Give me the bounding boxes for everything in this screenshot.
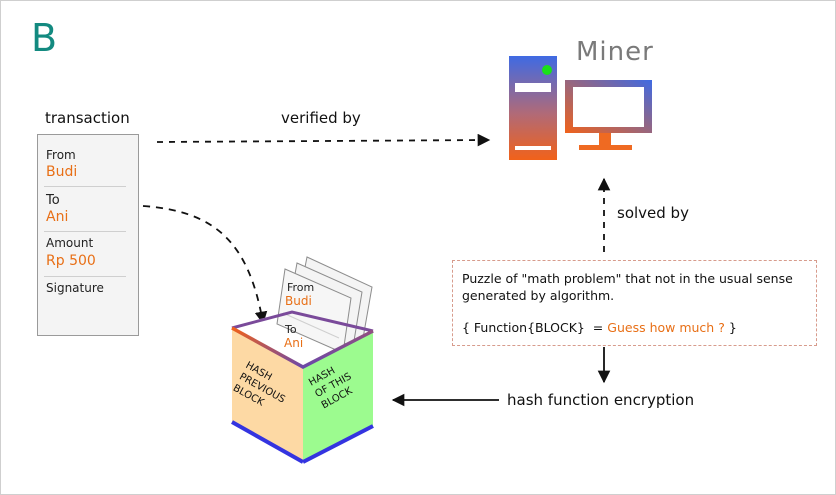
panel-letter: B <box>31 16 58 60</box>
field-divider <box>44 186 126 187</box>
block-cube: From Budi To Ani HASH PREVIOUS BLOCK <box>230 256 375 464</box>
puzzle-formula: { Function{BLOCK} = Guess how much ? } <box>462 320 737 335</box>
to-value: Ani <box>46 209 69 225</box>
formula-prefix: { Function{BLOCK} = <box>462 320 608 335</box>
formula-answer: Guess how much ? <box>607 320 725 335</box>
verified-by-label: verified by <box>281 109 361 127</box>
miner-computer-icon <box>509 56 652 160</box>
from-value: Budi <box>46 164 78 180</box>
to-label: To <box>46 193 60 208</box>
puzzle-box: Puzzle of "math problem" that not in the… <box>452 260 817 346</box>
hash-function-encryption-label: hash function encryption <box>507 391 695 409</box>
field-divider <box>44 231 126 232</box>
amount-value: Rp 500 <box>46 253 96 269</box>
transaction-title: transaction <box>45 109 130 127</box>
paper-to-value: Ani <box>284 336 303 350</box>
cube-right-face <box>303 331 373 462</box>
paper-from-label: From <box>287 281 314 294</box>
verified-by-arrow <box>156 133 491 147</box>
amount-label: Amount <box>46 236 94 250</box>
signature-label: Signature <box>46 281 104 295</box>
puzzle-description: Puzzle of "math problem" that not in the… <box>462 271 793 303</box>
transaction-to-block-arrow <box>142 205 268 325</box>
cube-left-face <box>232 328 303 462</box>
miner-label: Miner <box>576 37 654 67</box>
solved-by-label: solved by <box>617 204 689 222</box>
from-label: From <box>46 148 76 162</box>
paper-from-value: Budi <box>285 294 312 308</box>
field-divider <box>44 276 126 277</box>
transaction-card: From Budi To Ani Amount Rp 500 Signature <box>37 134 139 336</box>
paper-to-label: To <box>284 323 297 336</box>
formula-suffix: } <box>724 320 737 335</box>
